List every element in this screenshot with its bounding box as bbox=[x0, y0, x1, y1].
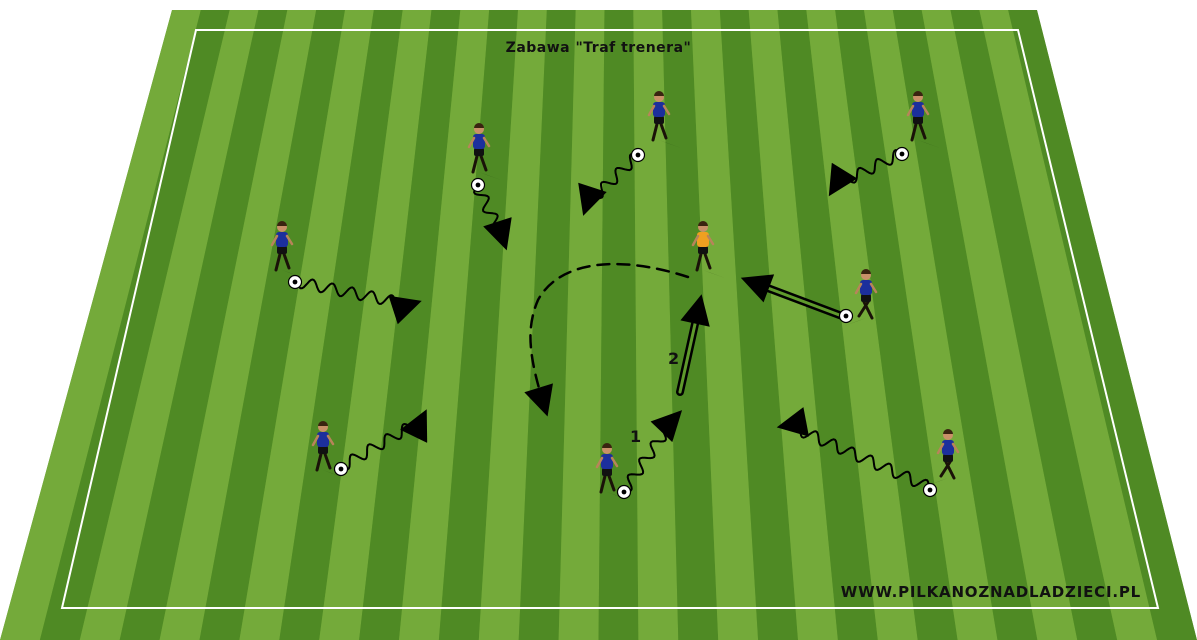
player-shorts bbox=[474, 148, 484, 156]
drill-title: Zabawa "Traf trenera" bbox=[0, 41, 1197, 55]
player-shirt bbox=[317, 432, 329, 447]
player-shirt bbox=[601, 454, 613, 469]
player-shorts bbox=[698, 246, 708, 254]
ball-panel bbox=[339, 467, 344, 472]
player-shirt bbox=[473, 134, 485, 149]
player-shorts bbox=[602, 468, 612, 476]
pitch bbox=[0, 10, 1197, 640]
player-shirt bbox=[697, 232, 709, 247]
ball bbox=[289, 276, 302, 289]
player-shirt bbox=[912, 102, 924, 117]
ball-panel bbox=[928, 488, 933, 493]
step-label-pass: 2 bbox=[668, 351, 679, 367]
ball bbox=[472, 179, 485, 192]
player-shorts bbox=[861, 294, 871, 302]
ball-panel bbox=[636, 153, 641, 158]
player-shorts bbox=[943, 454, 953, 462]
ball bbox=[840, 310, 853, 323]
ball bbox=[924, 484, 937, 497]
ball-panel bbox=[900, 152, 905, 157]
ball-panel bbox=[476, 183, 481, 188]
player-shorts bbox=[913, 116, 923, 124]
ball bbox=[632, 149, 645, 162]
player-shorts bbox=[654, 116, 664, 124]
ball bbox=[618, 486, 631, 499]
grass-stripe bbox=[599, 10, 639, 640]
ball-panel bbox=[622, 490, 627, 495]
player-shorts bbox=[277, 246, 287, 254]
player-shirt bbox=[653, 102, 665, 117]
player-shirt bbox=[860, 280, 872, 295]
website-watermark: WWW.PILKANOZNADLADZIECI.PL bbox=[841, 585, 1141, 600]
ball-panel bbox=[844, 314, 849, 319]
player-shorts bbox=[318, 446, 328, 454]
player-shirt bbox=[276, 232, 288, 247]
step-label-dribble: 1 bbox=[630, 429, 641, 445]
player-shirt bbox=[942, 440, 954, 455]
ball-panel bbox=[293, 280, 298, 285]
ball bbox=[335, 463, 348, 476]
ball bbox=[896, 148, 909, 161]
